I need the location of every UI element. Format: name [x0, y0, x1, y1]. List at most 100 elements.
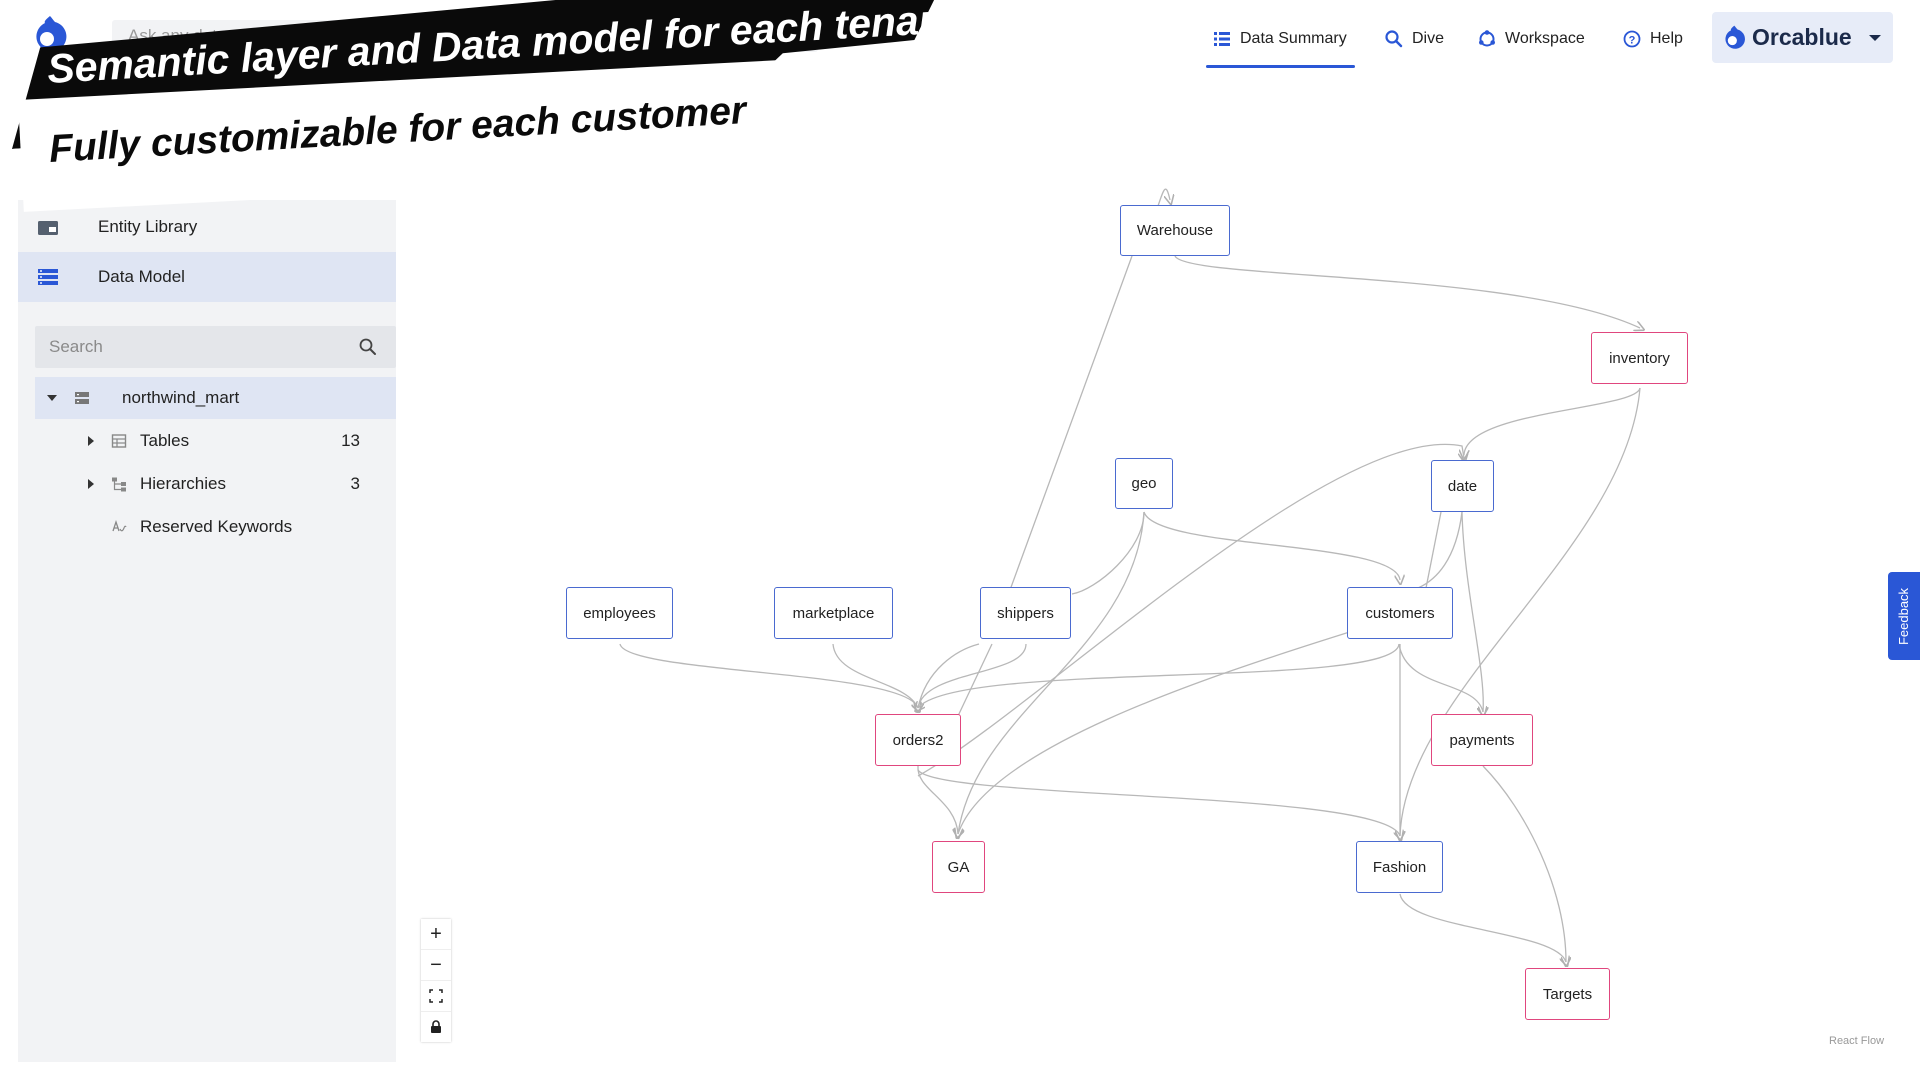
- zoom-in-icon: +: [430, 922, 442, 945]
- graph-edge: [1009, 255, 1133, 591]
- graph-edge: [917, 769, 1400, 836]
- graph-edge: [1464, 387, 1641, 455]
- feedback-tab[interactable]: Feedback: [1888, 572, 1920, 660]
- graph-node-label: Fashion: [1372, 858, 1427, 876]
- graph-node-label: GA: [947, 858, 970, 876]
- tree-item-tables[interactable]: Tables 13: [35, 420, 396, 462]
- sidebar-item-entity-library[interactable]: Entity Library: [18, 202, 396, 252]
- graph-edge: [958, 629, 1357, 834]
- search-icon[interactable]: [358, 337, 378, 357]
- nav-help-label: Help: [1650, 30, 1683, 47]
- tenant-selector[interactable]: Orcablue: [1712, 12, 1893, 63]
- chevron-down-icon: [1868, 34, 1881, 41]
- graph-node-label: marketplace: [792, 604, 875, 622]
- caret-down-icon[interactable]: [47, 395, 57, 401]
- graph-node-date[interactable]: date: [1431, 460, 1494, 512]
- graph-edge: [832, 643, 918, 708]
- tenant-name: Orcablue: [1752, 24, 1852, 50]
- caret-right-icon[interactable]: [88, 479, 94, 489]
- tree-item-count: 13: [341, 431, 360, 450]
- sidebar-item-label: Data Model: [98, 267, 185, 286]
- fit-view-icon: [429, 989, 443, 1003]
- graph-edge: [1400, 387, 1641, 836]
- graph-edge: [1461, 511, 1483, 712]
- graph-node-warehouse[interactable]: Warehouse: [1120, 205, 1230, 256]
- tree-item-label: Reserved Keywords: [140, 517, 293, 536]
- data-model-icon: [38, 269, 58, 285]
- svg-text:?: ?: [1629, 35, 1636, 47]
- graph-node-fashion[interactable]: Fashion: [1356, 841, 1443, 893]
- graph-edge: [917, 643, 980, 709]
- graph-node-inventory[interactable]: inventory: [1591, 332, 1688, 384]
- nav-workspace[interactable]: Workspace: [1477, 14, 1585, 64]
- table-icon: [111, 434, 127, 448]
- nav-workspace-label: Workspace: [1505, 30, 1585, 47]
- graph-node-ga[interactable]: GA: [932, 841, 985, 893]
- graph-node-label: geo: [1131, 475, 1157, 492]
- tree-item-label: Hierarchies: [140, 474, 226, 493]
- graph-node-label: payments: [1449, 731, 1515, 749]
- graph-edges: [619, 188, 1920, 1070]
- folder-icon: [38, 221, 58, 235]
- graph-edge: [1399, 893, 1566, 962]
- graph-node-geo[interactable]: geo: [1115, 458, 1173, 509]
- graph-node-label: customers: [1365, 604, 1435, 622]
- workspace-icon: [1479, 30, 1495, 47]
- graph-edge: [1482, 765, 1566, 962]
- tenant-logo-icon: [1725, 25, 1745, 49]
- react-flow-attribution[interactable]: React Flow: [1829, 1035, 1885, 1047]
- graph-node-label: employees: [583, 604, 656, 622]
- graph-edge: [918, 643, 1027, 708]
- graph-edge: [1174, 255, 1640, 328]
- search-icon: [1385, 30, 1403, 48]
- fit-view-button[interactable]: [421, 981, 451, 1012]
- database-icon: [75, 392, 89, 404]
- graph-node-label: shippers: [997, 604, 1054, 622]
- sidebar-search: [35, 326, 396, 368]
- graph-edge: [1398, 643, 1483, 712]
- graph-node-label: Warehouse: [1136, 222, 1214, 239]
- graph-node-orders2[interactable]: orders2: [875, 714, 961, 766]
- feedback-label: Feedback: [1896, 587, 1912, 645]
- list-icon: [1214, 32, 1230, 46]
- graph-node-marketplace[interactable]: marketplace: [774, 587, 893, 639]
- nav-data-summary[interactable]: Data Summary: [1206, 14, 1355, 68]
- hierarchy-icon: [112, 477, 126, 492]
- lock-icon: [431, 1020, 441, 1033]
- graph-node-customers[interactable]: customers: [1347, 587, 1453, 639]
- data-model-graph[interactable]: Warehouse inventory geo date employees m…: [396, 170, 1920, 1070]
- sidebar-search-input[interactable]: [35, 326, 363, 368]
- graph-node-payments[interactable]: payments: [1431, 714, 1533, 766]
- nav-dive-label: Dive: [1412, 30, 1445, 47]
- graph-edge: [1417, 511, 1463, 589]
- tree-item-northwind-mart[interactable]: northwind_mart: [35, 377, 396, 419]
- zoom-out-icon: −: [430, 953, 442, 976]
- tree-item-label: northwind_mart: [122, 388, 240, 407]
- graph-node-shippers[interactable]: shippers: [980, 587, 1071, 639]
- graph-edge: [957, 643, 993, 717]
- tree-item-reserved-keywords[interactable]: Reserved Keywords: [35, 506, 396, 548]
- graph-edge: [1143, 511, 1400, 580]
- app-logo[interactable]: [28, 14, 68, 56]
- graph-node-employees[interactable]: employees: [566, 587, 673, 639]
- graph-node-label: Targets: [1542, 985, 1593, 1003]
- lock-button[interactable]: [421, 1012, 451, 1042]
- tree-item-hierarchies[interactable]: Hierarchies 3: [35, 463, 396, 505]
- graph-node-label: date: [1447, 477, 1478, 495]
- graph-node-label: orders2: [892, 731, 944, 749]
- sidebar-item-label: Entity Library: [98, 217, 198, 236]
- nav-help[interactable]: ? Help: [1622, 14, 1683, 64]
- zoom-out-button[interactable]: −: [421, 950, 451, 981]
- sidebar: Entity Library Data Model northwind_mart: [18, 200, 396, 1062]
- graph-edge: [958, 511, 1145, 834]
- caret-right-icon[interactable]: [88, 436, 94, 446]
- graph-node-targets[interactable]: Targets: [1525, 968, 1610, 1020]
- graph-edge: [918, 643, 1400, 708]
- graph-node-label: inventory: [1609, 349, 1670, 367]
- nav-dive[interactable]: Dive: [1384, 14, 1444, 64]
- graph-edge: [619, 643, 918, 708]
- graph-edge: [917, 765, 958, 834]
- zoom-in-button[interactable]: +: [421, 919, 451, 950]
- sidebar-item-data-model[interactable]: Data Model: [18, 252, 396, 302]
- tree-item-count: 3: [350, 474, 360, 493]
